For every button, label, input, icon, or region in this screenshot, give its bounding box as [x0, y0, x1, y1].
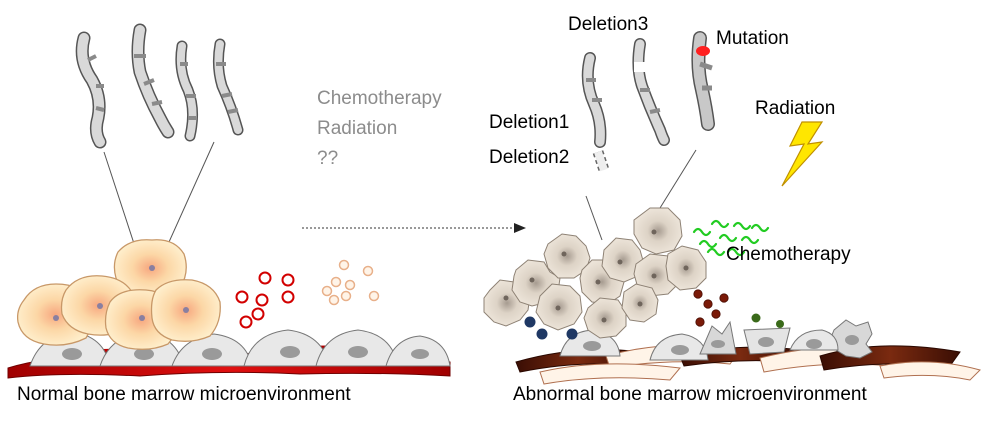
chromosome [131, 23, 175, 139]
label-mutation: Mutation [716, 28, 789, 49]
treatment-radiation: Radiation [317, 118, 397, 139]
normal-chromosomes [75, 23, 244, 149]
label-deletion2: Deletion2 [489, 147, 569, 168]
chromosome [691, 31, 715, 131]
label-chemotherapy: Chemotherapy [726, 244, 851, 265]
green-cell [751, 313, 761, 323]
pointer-lines-right [585, 149, 697, 241]
mutation-marker [696, 46, 710, 56]
healthy-stem-cells [16, 239, 221, 350]
label-radiation: Radiation [755, 98, 835, 119]
treatment-unknown: ?? [317, 148, 338, 169]
abnormal-chromosomes [581, 31, 715, 172]
normal-niche-cells [29, 329, 451, 367]
chromosome [581, 52, 610, 172]
caption-normal: Normal bone marrow microenvironment [17, 384, 351, 405]
abnormal-cell-nuclei [503, 229, 689, 323]
green-cell [776, 320, 784, 328]
red-blood-cells [235, 271, 295, 329]
treatment-chemotherapy: Chemotherapy [317, 88, 442, 109]
chromosome [175, 40, 199, 142]
caption-abnormal: Abnormal bone marrow microenvironment [513, 384, 867, 405]
transition-arrow [302, 223, 526, 233]
lightning-icon [781, 121, 824, 187]
abnormal-cells [483, 207, 707, 339]
label-deletion3: Deletion3 [568, 14, 648, 35]
dark-red-cells [693, 289, 729, 327]
label-deletion1: Deletion1 [489, 112, 569, 133]
chemotherapy-icon [692, 219, 770, 257]
platelet-cells [321, 259, 380, 306]
chromosome [632, 38, 670, 146]
chromosome [212, 38, 244, 136]
chromosome [75, 31, 107, 149]
